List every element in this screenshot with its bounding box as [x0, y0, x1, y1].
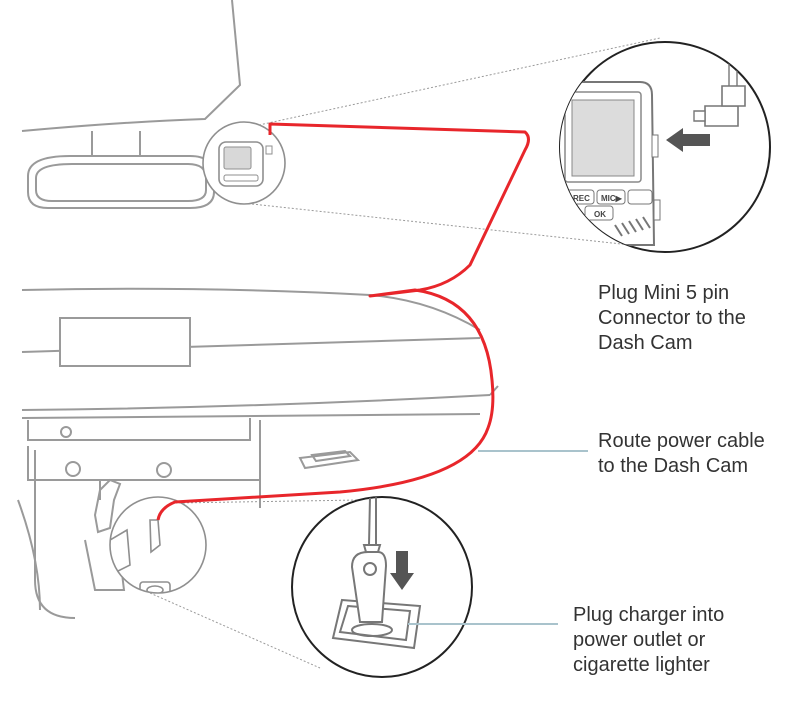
dashboard [17, 287, 499, 619]
label-plug-mini-line2: Connector to the [598, 307, 746, 329]
ok-button-label: OK [594, 210, 606, 219]
dash-cam-zoom: REC MIC▶ OK [559, 41, 771, 253]
zoom-projection-bottom [149, 499, 361, 669]
label-plug-charger-line2: power outlet or [573, 629, 706, 651]
label-route-cable-line2: to the Dash Cam [598, 455, 749, 477]
insert-arrow-left-icon [666, 128, 710, 152]
power-cable [156, 122, 530, 521]
label-plug-mini-line1: Plug Mini 5 pin [598, 282, 730, 304]
label-route-cable-line1: Route power cable [598, 430, 765, 452]
label-plug-charger: Plug charger into power outlet or cigare… [573, 603, 724, 678]
insert-arrow-down-icon [390, 551, 414, 590]
zoom-projection-top [251, 37, 661, 247]
label-plug-mini-line3: Dash Cam [598, 332, 693, 354]
label-plug-mini: Plug Mini 5 pin Connector to the Dash Ca… [598, 281, 746, 356]
label-route-cable: Route power cable to the Dash Cam [598, 429, 765, 479]
mic-button-label: MIC▶ [601, 194, 623, 203]
dash-cam-small [202, 121, 286, 205]
lighter-socket-small [109, 496, 207, 594]
charger-zoom [291, 496, 473, 678]
callout-lines [408, 450, 588, 625]
label-plug-charger-line1: Plug charger into [573, 604, 725, 626]
rec-button-label: REC [573, 194, 590, 203]
label-plug-charger-line3: cigarette lighter [573, 654, 710, 676]
